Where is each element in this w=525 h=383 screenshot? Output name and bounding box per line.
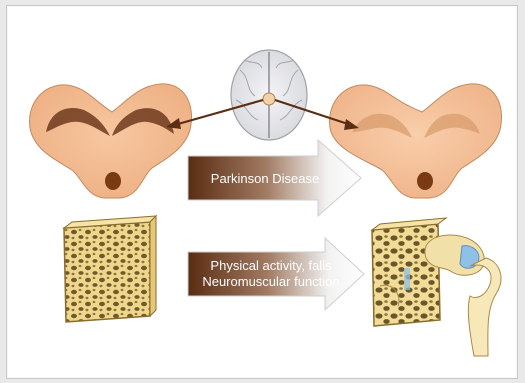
brain-icon (231, 50, 307, 140)
activity-label-line2-part1: Neuromuscular (202, 274, 290, 290)
activity-label-line2-part2: function (294, 274, 340, 290)
bone-block-left (64, 216, 156, 322)
disease-label-part2: Disease (272, 171, 319, 187)
activity-label-line1: Physical activity, falls (196, 258, 346, 274)
disease-label-part1: Parkinson (211, 171, 269, 187)
activity-arrow-label: Physical activity, falls Neuromuscular f… (196, 258, 346, 290)
activity-label-line2: Neuromuscular function (196, 274, 346, 290)
activity-label-line1-part1: Physical (210, 258, 258, 274)
disease-arrow-label: Parkinson Disease (200, 171, 330, 187)
activity-label-line1-part2: activity, falls (262, 258, 331, 274)
midbrain-section-left (30, 84, 192, 198)
